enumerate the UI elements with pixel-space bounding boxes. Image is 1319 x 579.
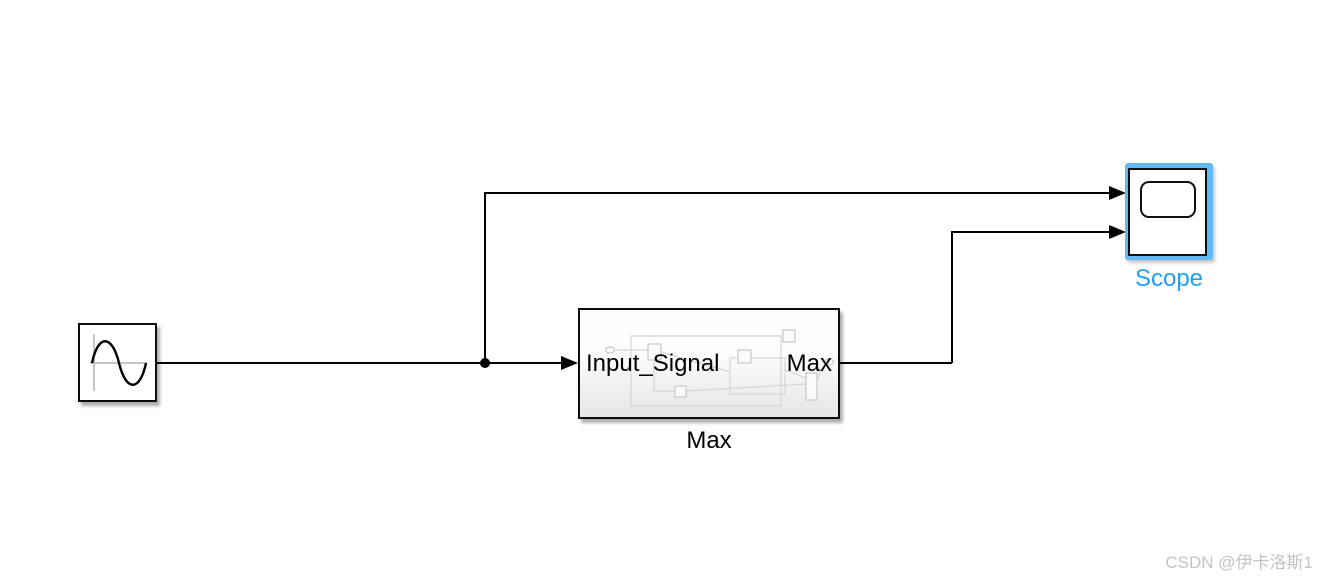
wire-branch-point[interactable] xyxy=(480,358,490,368)
max-block-name[interactable]: Max xyxy=(686,427,732,454)
sine-wave-icon xyxy=(90,334,148,391)
wire-max-out-horizontal[interactable] xyxy=(840,362,952,364)
scope-screen-icon xyxy=(1140,181,1196,218)
wire-max-out-vertical[interactable] xyxy=(951,231,953,363)
scope-block[interactable] xyxy=(1128,168,1207,256)
subsystem-input-port-label: Input_Signal xyxy=(586,349,720,377)
arrowhead-max-input xyxy=(561,356,578,370)
arrowhead-scope-input2 xyxy=(1109,225,1126,239)
wire-sine-to-max[interactable] xyxy=(157,362,561,364)
wire-branch-vertical[interactable] xyxy=(484,192,486,363)
wire-max-to-scope2[interactable] xyxy=(951,231,1110,233)
subsystem-preview-icon xyxy=(604,329,835,407)
scope-block-name[interactable]: Scope xyxy=(1134,265,1204,292)
arrowhead-scope-input1 xyxy=(1109,186,1126,200)
sine-wave-block[interactable] xyxy=(78,323,157,402)
wire-branch-to-scope1[interactable] xyxy=(485,192,1110,194)
subsystem-output-port-label: Max xyxy=(786,349,832,377)
scope-selection-highlight xyxy=(1125,163,1213,260)
csdn-watermark: CSDN @伊卡洛斯1 xyxy=(1165,553,1313,572)
max-subsystem-block[interactable]: Input_Signal Max xyxy=(578,308,840,419)
